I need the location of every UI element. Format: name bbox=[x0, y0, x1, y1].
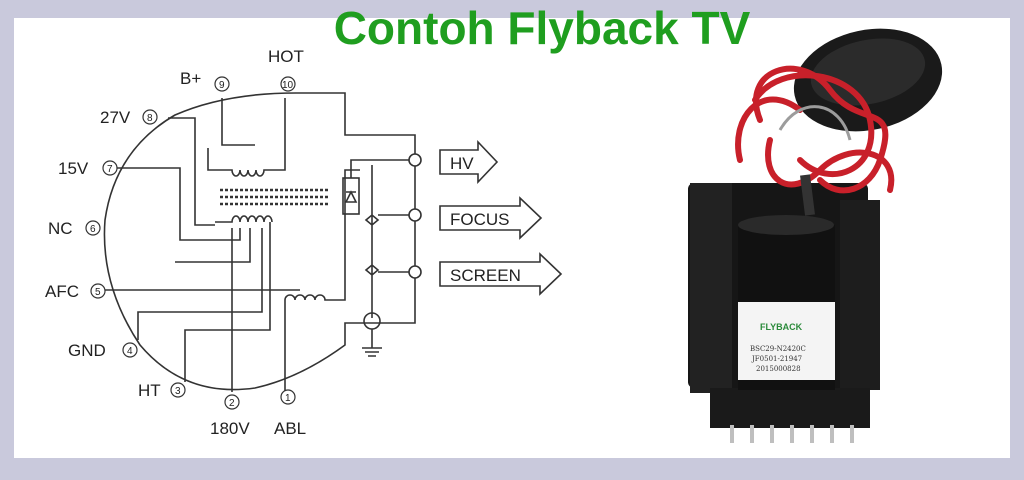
pin-5-label: AFC bbox=[45, 282, 79, 301]
hv-label: HV bbox=[450, 154, 474, 173]
page-title: Contoh Flyback TV bbox=[333, 2, 751, 54]
pin-7-label: 15V bbox=[58, 159, 89, 178]
photo-label-line-2: JF0501-21947 bbox=[751, 355, 802, 363]
photo-label-line-3: 2015000828 bbox=[756, 365, 801, 373]
hv-arrow bbox=[439, 139, 499, 185]
pin-8-number: 8 bbox=[147, 113, 153, 124]
focus-label: FOCUS bbox=[450, 210, 510, 229]
photo-label-line-1: BSC29-N2420C bbox=[750, 345, 806, 353]
pin-8-label: 27V bbox=[100, 108, 131, 127]
screen-arrow bbox=[439, 252, 563, 296]
pin-9-label: B+ bbox=[180, 69, 201, 88]
pin-3-number: 3 bbox=[175, 386, 181, 397]
pin-7-number: 7 bbox=[107, 164, 113, 175]
pin-1-number: 1 bbox=[285, 393, 291, 404]
pin-10-number: 10 bbox=[282, 80, 294, 91]
pin-3-label: HT bbox=[138, 381, 161, 400]
pin-2-number: 2 bbox=[229, 398, 235, 409]
pin-2-label: 180V bbox=[210, 419, 250, 438]
focus-arrow bbox=[439, 196, 543, 240]
pin-4-number: 4 bbox=[127, 346, 133, 357]
pin-9-number: 9 bbox=[219, 80, 225, 91]
pin-4-label: GND bbox=[68, 341, 106, 360]
photo-logo: FLYBACK bbox=[760, 322, 803, 332]
screen-label: SCREEN bbox=[450, 266, 521, 285]
pin-6-label: NC bbox=[48, 219, 73, 238]
flyback-photo: FLYBACK BSC29-N2420C JF0501-21947 201500… bbox=[688, 28, 943, 443]
pin-markers bbox=[85, 76, 296, 410]
pin-6-number: 6 bbox=[90, 224, 96, 235]
pin-10-label: HOT bbox=[268, 47, 304, 66]
schematic bbox=[103, 92, 563, 392]
pin-5-number: 5 bbox=[95, 287, 101, 298]
pin-1-label: ABL bbox=[274, 419, 306, 438]
